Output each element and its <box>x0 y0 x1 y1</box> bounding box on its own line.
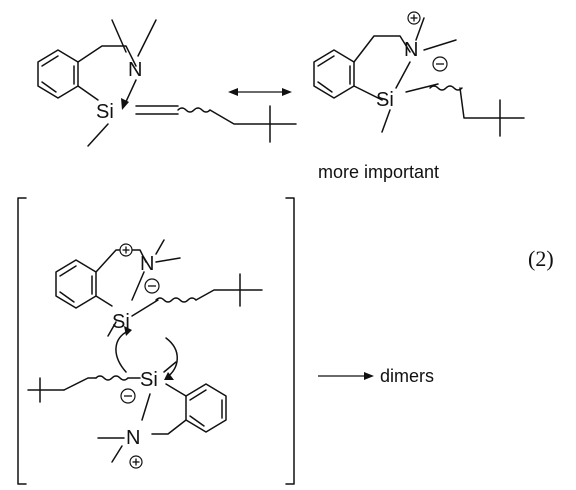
structure-zwitterion: N Si <box>313 11 525 137</box>
dimer-lower: Si N <box>27 361 227 469</box>
benzene-ring <box>185 383 227 433</box>
nitrogen-label: N <box>128 59 142 81</box>
equation-number: (2) <box>528 246 554 271</box>
structure-silene: N Si <box>37 19 297 147</box>
dative-arrowhead <box>121 98 129 110</box>
nitrogen-label: N <box>126 427 140 449</box>
product-label: dimers <box>380 366 434 386</box>
benzene-ring <box>37 49 79 99</box>
silicon-label: Si <box>376 89 394 111</box>
benzene-ring <box>313 49 355 99</box>
reaction-arrow <box>318 372 374 380</box>
bracket <box>17 197 295 485</box>
silicon-label: Si <box>96 101 114 123</box>
more-important-label: more important <box>318 162 439 182</box>
silicon-label: Si <box>140 369 158 391</box>
dimer-upper: N Si <box>55 239 263 337</box>
nitrogen-label: N <box>140 253 154 275</box>
nitrogen-label: N <box>404 39 418 61</box>
benzene-ring <box>55 259 97 309</box>
electron-flow-arrows <box>115 326 178 380</box>
resonance-arrow <box>228 88 292 96</box>
